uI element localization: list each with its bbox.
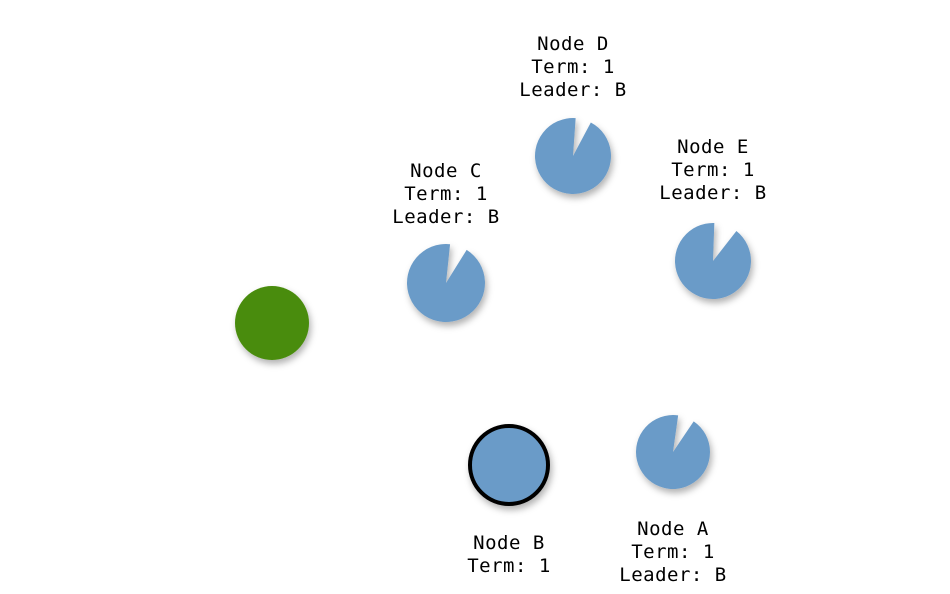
follower-node-circle[interactable] bbox=[674, 222, 751, 299]
node-title: Node B bbox=[473, 532, 545, 554]
packet-circle bbox=[235, 286, 309, 360]
node-leader: Leader: B bbox=[619, 564, 727, 586]
node-d[interactable] bbox=[529, 112, 617, 200]
node-e[interactable] bbox=[669, 217, 757, 305]
node-title: Node E bbox=[677, 136, 749, 158]
node-term: Term: 1 bbox=[404, 183, 488, 205]
follower-node-circle[interactable] bbox=[635, 414, 710, 489]
node-leader: Leader: B bbox=[659, 182, 767, 204]
node-leader: Leader: B bbox=[519, 79, 627, 101]
follower-node-circle[interactable] bbox=[406, 243, 485, 322]
node-term: Term: 1 bbox=[631, 541, 715, 563]
message-packet bbox=[229, 280, 315, 366]
node-b[interactable] bbox=[464, 420, 554, 510]
node-c[interactable] bbox=[401, 238, 491, 328]
node-title: Node C bbox=[410, 160, 482, 182]
leader-node-circle[interactable] bbox=[467, 424, 551, 506]
node-term: Term: 1 bbox=[531, 56, 615, 78]
follower-node-circle[interactable] bbox=[534, 117, 611, 194]
node-title: Node A bbox=[637, 518, 709, 540]
node-title: Node D bbox=[537, 33, 609, 55]
node-a[interactable] bbox=[630, 409, 716, 495]
node-term: Term: 1 bbox=[467, 555, 551, 577]
node-leader: Leader: B bbox=[392, 206, 500, 228]
node-term: Term: 1 bbox=[671, 159, 755, 181]
